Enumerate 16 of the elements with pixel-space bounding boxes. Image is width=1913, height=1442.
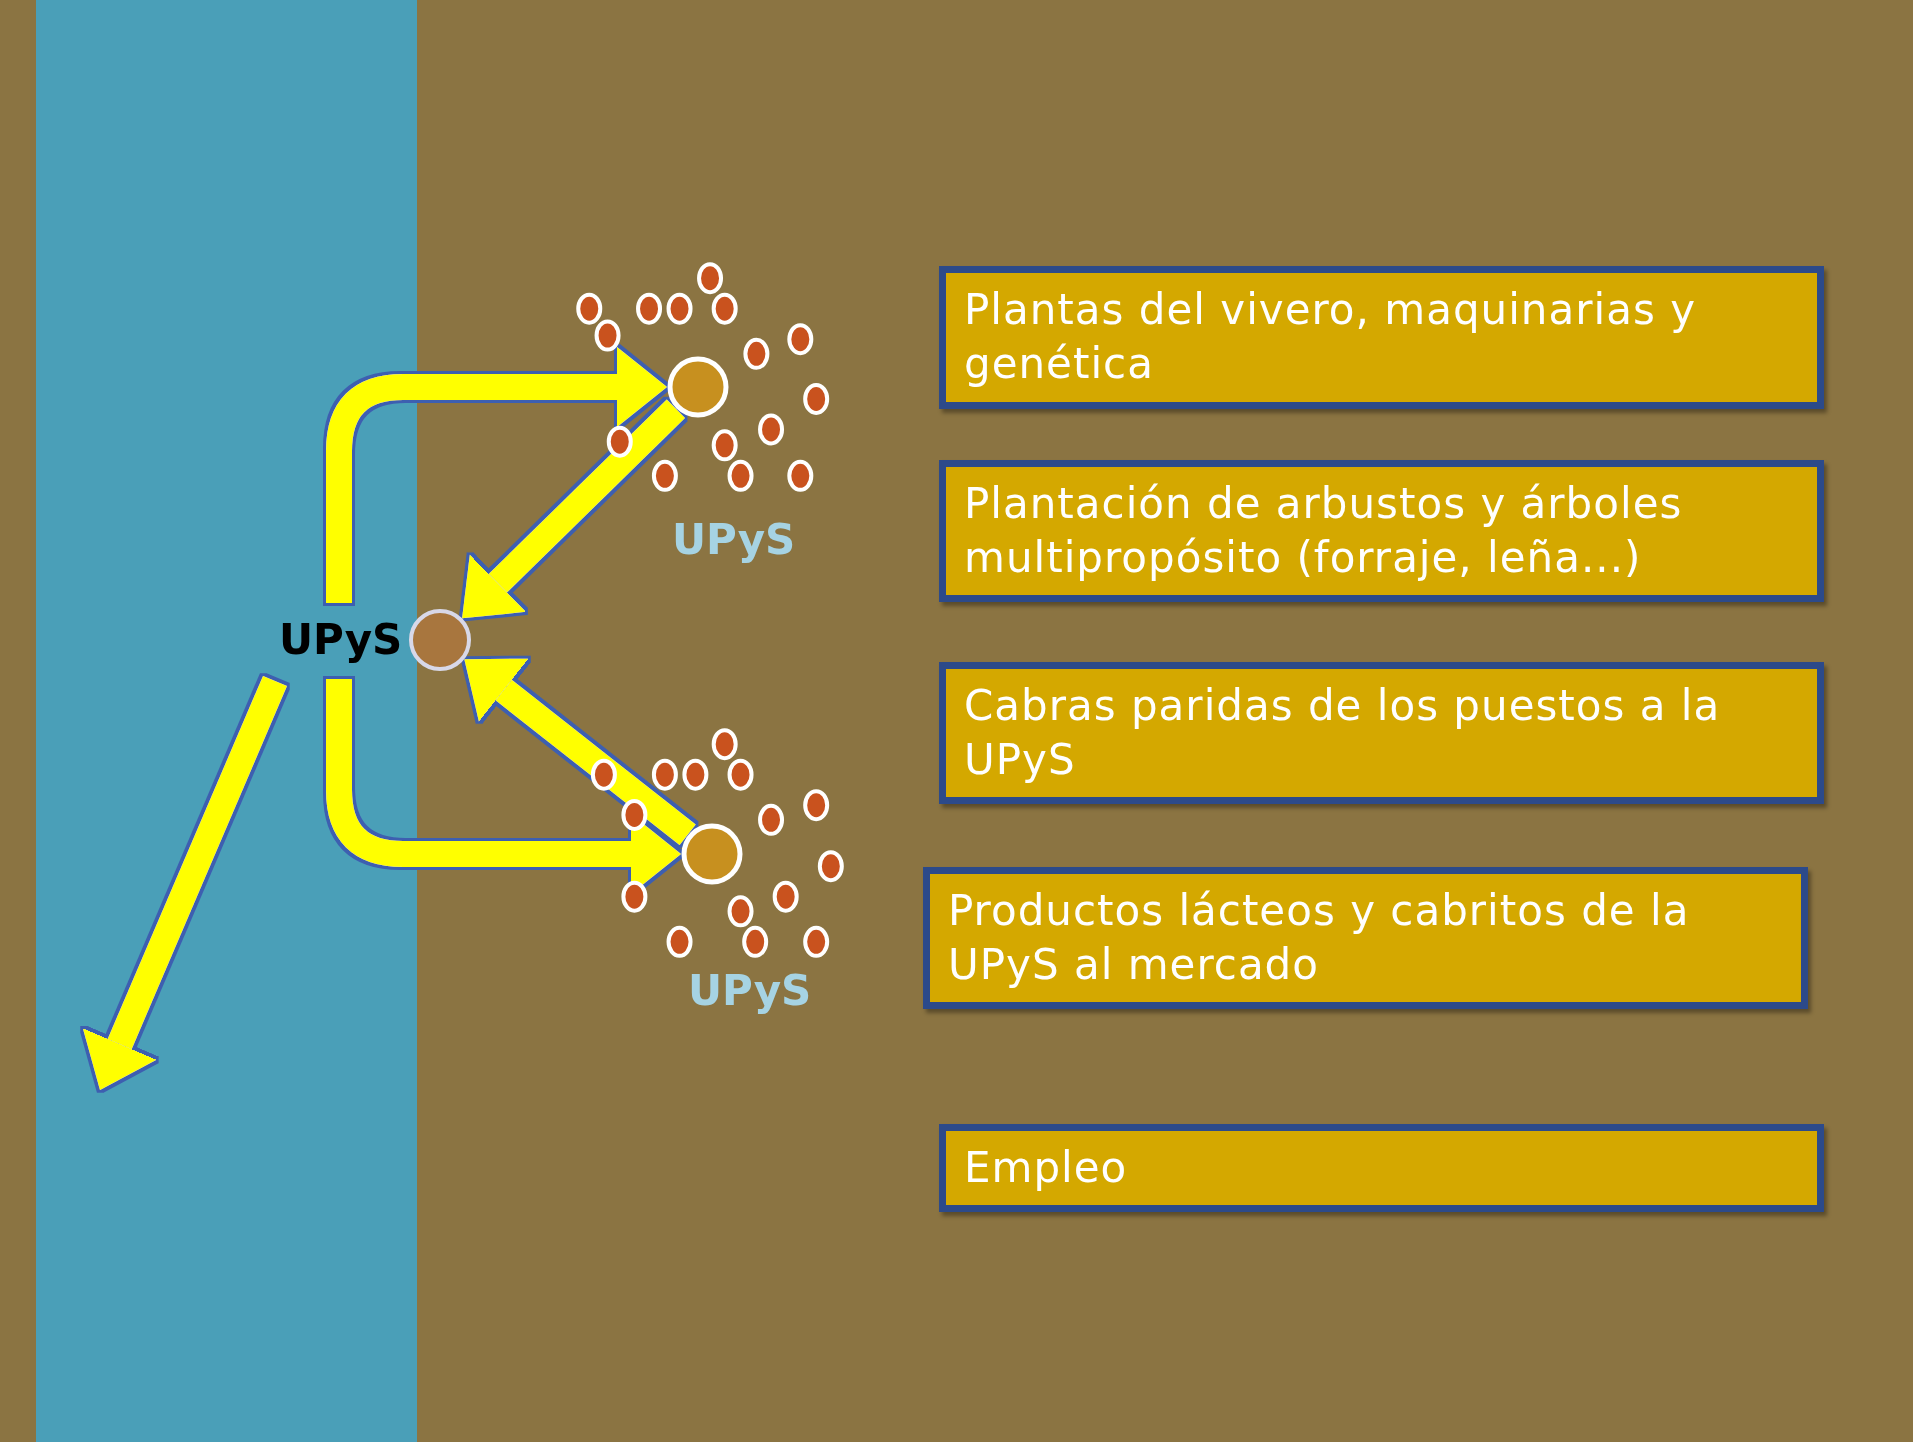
box-text: Cabras paridas de los puestos a la UPyS [964, 680, 1722, 786]
node-caption: UPyS [672, 515, 796, 564]
box-text: Empleo [964, 1142, 1129, 1194]
box-text: Plantación de arbustos y árboles multipropósito (forraje, leña...) [964, 478, 1684, 584]
info-box [939, 266, 1824, 409]
unit-circle [667, 356, 729, 418]
info-box [939, 1124, 1824, 1212]
info-box [923, 867, 1808, 1009]
box-text: Plantas del vivero, maquinarias y genética [964, 284, 1697, 390]
box-text: Productos lácteos y cabritos de la UPyS al mercado [948, 885, 1691, 991]
node-caption: UPyS [688, 966, 812, 1015]
hub-label: UPyS [279, 615, 403, 664]
unit-circle [681, 823, 743, 885]
info-box [939, 460, 1824, 602]
arrow [326, 347, 667, 603]
info-box [939, 662, 1824, 804]
